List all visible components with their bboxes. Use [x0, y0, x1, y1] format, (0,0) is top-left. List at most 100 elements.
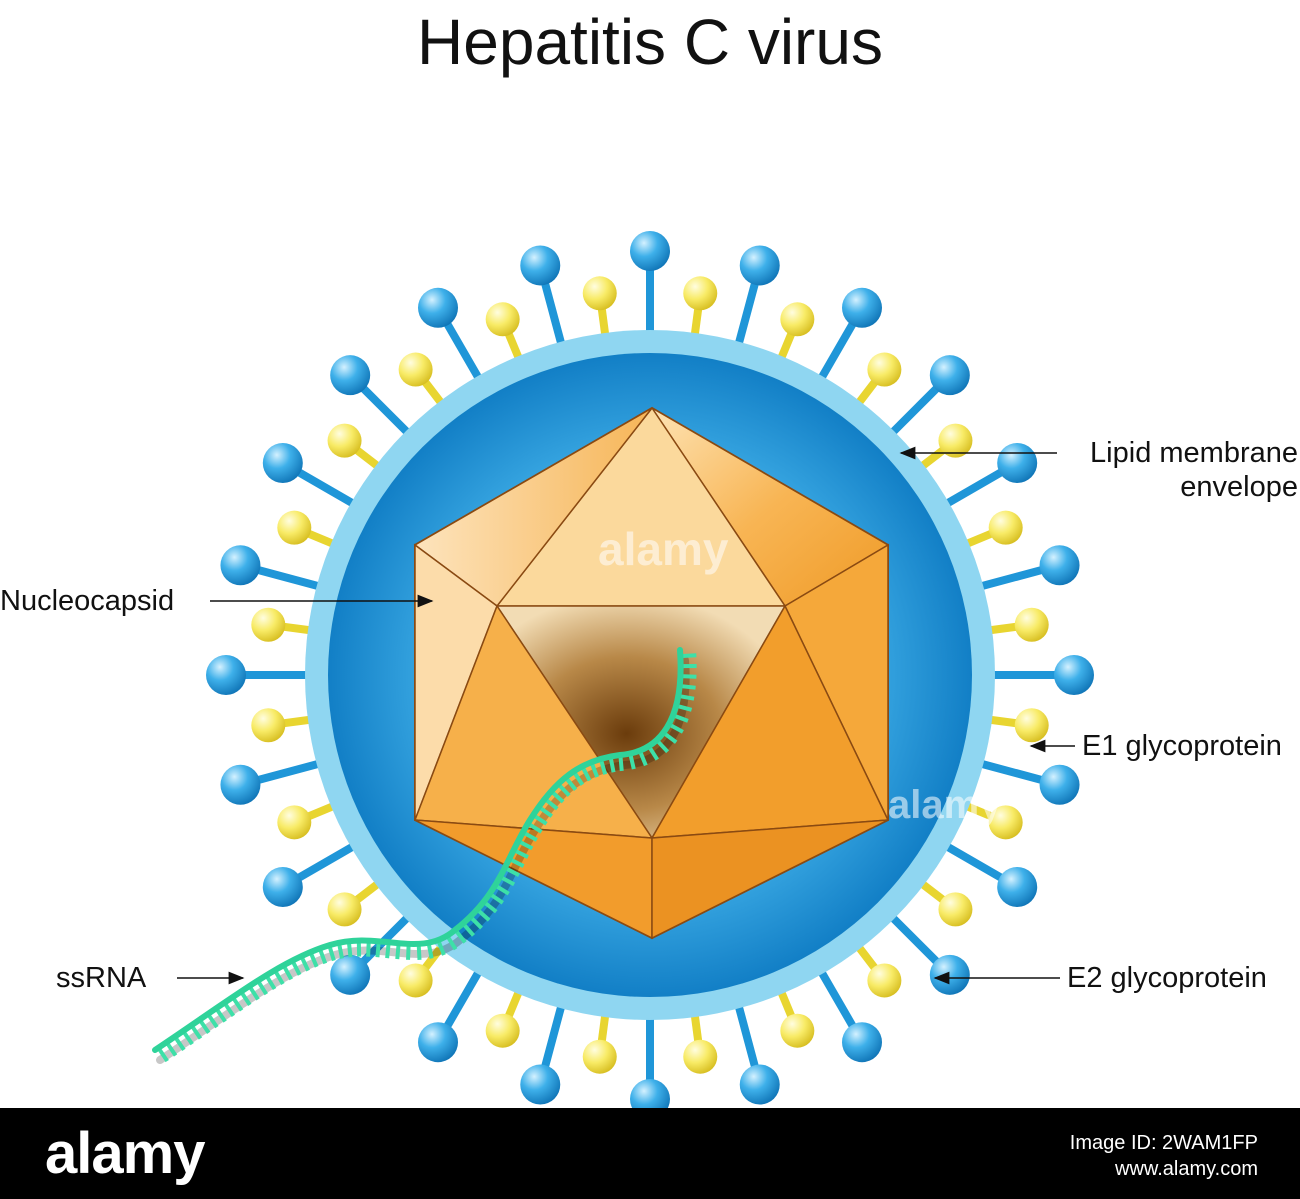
lipid-membrane-label-line2: envelope	[1180, 471, 1298, 503]
watermarks: alamy alamy	[598, 523, 1002, 827]
e2-stalk	[734, 279, 760, 348]
e1-glycoprotein-head	[938, 892, 973, 927]
e1-glycoprotein-label: E1 glycoprotein	[1082, 730, 1282, 762]
e1-stalk	[776, 987, 797, 1021]
e1-stalk	[986, 622, 1020, 635]
e1-stalk	[597, 1011, 610, 1045]
watermark-text: alamy	[888, 783, 1002, 827]
footer-info: Image ID: 2WAM1FP www.alamy.com	[1070, 1130, 1258, 1182]
e2-glycoprotein-head	[206, 655, 246, 695]
e1-stalk	[853, 942, 880, 973]
e2-stalk	[734, 1002, 760, 1071]
e1-glycoprotein-head	[277, 510, 312, 545]
e2-glycoprotein-head	[842, 1022, 882, 1063]
e1-glycoprotein-head	[485, 1013, 520, 1048]
e2-stalk	[540, 1002, 566, 1071]
e1-stalk	[917, 878, 948, 905]
e1-glycoprotein-head	[988, 805, 1023, 840]
e2-stalk	[887, 912, 942, 967]
e1-glycoprotein-head	[683, 1039, 718, 1074]
e2-glycoprotein-head	[997, 443, 1038, 483]
footer-bar	[0, 1108, 1300, 1199]
e1-stalk	[853, 377, 880, 408]
e1-glycoprotein-head	[867, 963, 902, 998]
e2-glycoprotein-head	[262, 867, 303, 907]
e2-glycoprotein-head	[1039, 764, 1080, 805]
e2-stalk	[358, 383, 413, 438]
e1-glycoprotein-head	[485, 302, 520, 337]
e2-glycoprotein-head	[330, 355, 371, 396]
e2-glycoprotein-head	[739, 1064, 780, 1105]
e2-stalk	[254, 565, 323, 591]
alamy-logo: alamy	[45, 1121, 205, 1186]
website-url: www.alamy.com	[1115, 1158, 1258, 1180]
e2-glycoprotein-head	[630, 231, 670, 271]
e2-glycoprotein-head	[418, 287, 458, 328]
e2-glycoprotein-head	[842, 287, 882, 328]
e2-glycoprotein-head	[929, 954, 970, 995]
e2-stalk	[442, 319, 484, 383]
e1-stalk	[776, 329, 797, 363]
e2-glycoprotein-head	[262, 443, 303, 483]
e1-stalk	[690, 1011, 703, 1045]
hcv-diagram: alamy alamy	[152, 231, 1094, 1108]
diagram-title: Hepatitis C virus	[417, 6, 883, 78]
ssrna-strand	[152, 647, 697, 1064]
e1-glycoprotein-head	[398, 352, 433, 387]
e2-glycoprotein-head	[630, 1079, 670, 1108]
e1-stalk	[503, 987, 524, 1021]
e1-glycoprotein-head	[582, 1039, 617, 1074]
ssrna-backbone	[152, 647, 684, 1053]
e2-stalk	[816, 967, 858, 1031]
nucleocapsid-icosahedron	[413, 406, 890, 940]
e1-glycoprotein-head	[1014, 708, 1049, 743]
e1-stalk	[280, 715, 314, 728]
e1-glycoprotein-head	[398, 963, 433, 998]
e2-glycoprotein-head	[1039, 545, 1080, 586]
e2-stalk	[887, 383, 942, 438]
e2-glycoprotein-head	[520, 245, 561, 286]
e1-stalk	[304, 528, 338, 549]
e1-glycoprotein-head	[277, 805, 312, 840]
lipid-membrane-label-line1: Lipid membrane	[1090, 437, 1298, 469]
e2-stalk	[540, 279, 566, 348]
e1-glycoprotein-head	[327, 423, 362, 458]
e2-stalk	[942, 467, 1006, 509]
e2-glycoprotein-head	[520, 1064, 561, 1105]
e1-glycoprotein-head	[251, 708, 286, 743]
e1-glycoprotein-head	[780, 302, 815, 337]
e2-stalk	[816, 319, 858, 383]
e2-stalk	[977, 759, 1046, 785]
e2-glycoprotein-label: E2 glycoprotein	[1067, 962, 1267, 994]
e2-glycoprotein-head	[220, 545, 261, 586]
e1-stalk	[962, 801, 996, 822]
e1-stalk	[962, 528, 996, 549]
e1-glycoprotein-head	[938, 423, 973, 458]
ssrna-label: ssRNA	[56, 962, 147, 994]
e1-glycoprotein-head	[1014, 607, 1049, 642]
e1-glycoprotein-head	[582, 276, 617, 311]
e2-glycoprotein-head	[330, 954, 371, 995]
e2-stalk	[294, 841, 358, 883]
e2-stalk	[442, 967, 484, 1031]
e1-stalk	[352, 445, 383, 472]
e2-glycoprotein-head	[739, 245, 780, 286]
e1-stalk	[986, 715, 1020, 728]
e1-glycoprotein-head	[867, 352, 902, 387]
e2-stalk	[977, 565, 1046, 591]
e1-glycoprotein-head	[780, 1013, 815, 1048]
e2-stalk	[294, 467, 358, 509]
e2-stalk	[254, 759, 323, 785]
e1-stalk	[917, 445, 948, 472]
e2-glycoprotein-head	[1054, 655, 1094, 695]
image-id-text: Image ID: 2WAM1FP	[1069, 1132, 1258, 1154]
e2-glycoprotein-head	[418, 1022, 458, 1063]
e1-glycoprotein-head	[683, 276, 718, 311]
e1-glycoprotein-head	[251, 607, 286, 642]
nucleocapsid-label: Nucleocapsid	[0, 585, 175, 617]
lipid-membrane-label: Lipid membrane envelope	[1040, 436, 1298, 504]
e1-stalk	[304, 801, 338, 822]
e1-stalk	[280, 622, 314, 635]
e2-stalk	[942, 841, 1006, 883]
e1-stalk	[597, 305, 610, 339]
